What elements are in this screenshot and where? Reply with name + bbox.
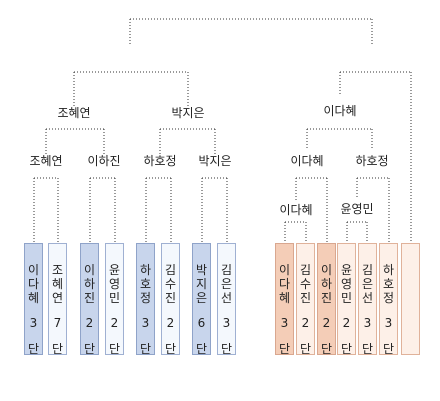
player-dan: 단 (195, 342, 208, 356)
player-rank: 2 (342, 316, 351, 330)
player-dan: 단 (164, 342, 177, 356)
label-left-qf-4: 박지은 (196, 154, 234, 168)
label-right-semi-1: 이다혜 (288, 154, 326, 168)
player-rank: 7 (53, 316, 62, 330)
player-rank: 3 (29, 316, 38, 330)
player-dan: 단 (83, 342, 96, 356)
player-dan: 단 (51, 342, 64, 356)
label-left-qf-3: 하호정 (141, 154, 179, 168)
player-dan: 단 (278, 342, 291, 356)
player-card-empty (401, 243, 420, 355)
label-left-qf-2: 이하진 (85, 154, 123, 168)
player-rank: 2 (110, 316, 119, 330)
player-rank: 6 (197, 316, 206, 330)
player-rank: 3 (384, 316, 393, 330)
player-dan: 단 (108, 342, 121, 356)
player-dan: 단 (299, 342, 312, 356)
player-rank: 3 (141, 316, 150, 330)
label-left-qf-1: 조혜연 (27, 154, 65, 168)
player-rank: 3 (363, 316, 372, 330)
label-right-qf-2: 윤영민 (338, 202, 376, 216)
label-left-semi-2: 박지은 (169, 106, 207, 120)
player-rank: 2 (166, 316, 175, 330)
label-right-qf-1: 이다혜 (277, 203, 315, 217)
player-dan: 단 (139, 342, 152, 356)
label-left-semi-1: 조혜연 (55, 106, 93, 120)
player-dan: 단 (340, 342, 353, 356)
player-dan: 단 (361, 342, 374, 356)
player-dan: 단 (382, 342, 395, 356)
label-right-final: 이다혜 (321, 104, 359, 118)
label-right-semi-2: 하호정 (353, 154, 391, 168)
player-rank: 2 (85, 316, 94, 330)
player-rank: 2 (301, 316, 310, 330)
player-dan: 단 (320, 342, 333, 356)
player-rank: 3 (222, 316, 231, 330)
player-rank: 2 (322, 316, 331, 330)
player-dan: 단 (220, 342, 233, 356)
player-rank: 3 (280, 316, 289, 330)
player-dan: 단 (27, 342, 40, 356)
